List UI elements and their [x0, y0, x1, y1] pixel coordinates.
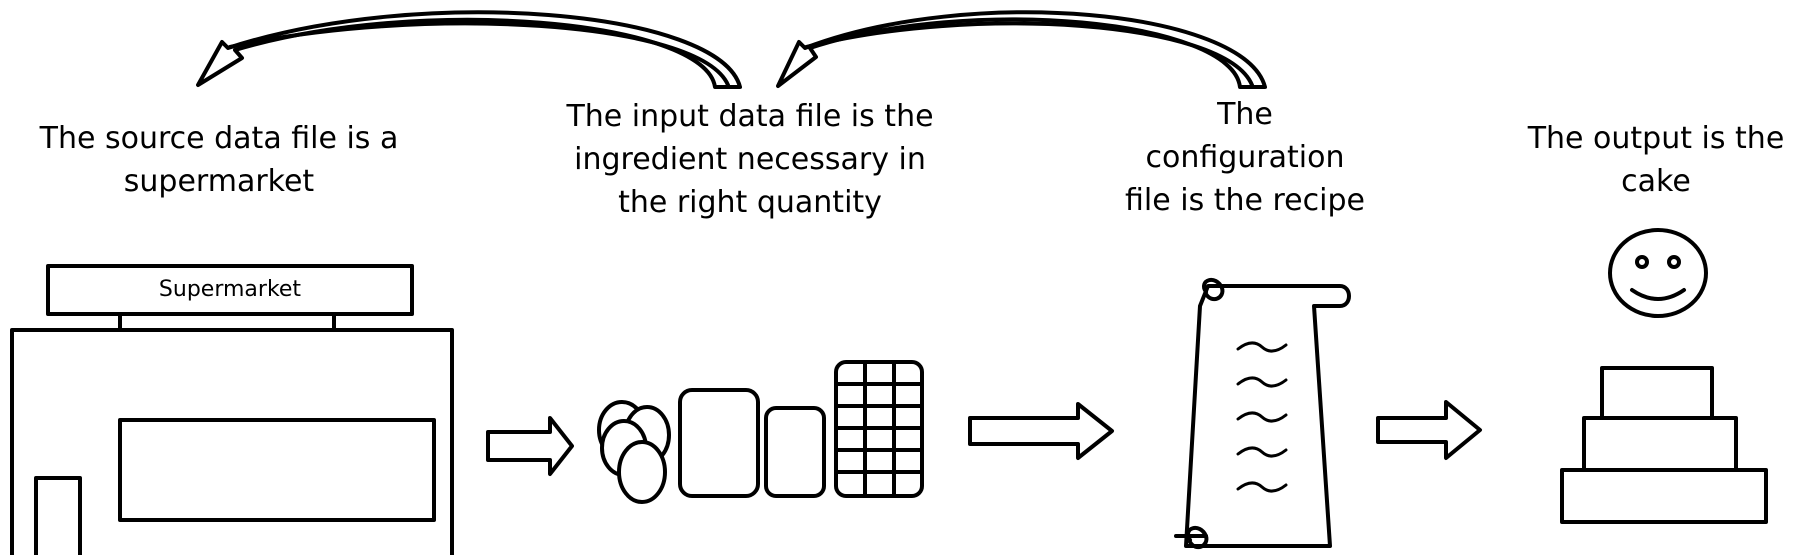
- arrow-recipe-to-cake-icon: [1376, 400, 1482, 460]
- smiley-face-icon: [1608, 228, 1708, 318]
- label-line: The: [1217, 97, 1273, 132]
- supermarket-sign-text: Supermarket: [158, 277, 302, 302]
- label-line: The input data file is the: [566, 99, 934, 134]
- ingredients-icon: [597, 360, 924, 504]
- label-line: file is the recipe: [1125, 183, 1365, 218]
- label-source-data-file: The source data file is a supermarket: [14, 117, 424, 203]
- label-output: The output is the cake: [1508, 117, 1804, 203]
- label-line: ingredient necessary in: [574, 142, 926, 177]
- label-configuration-file: The configuration file is the recipe: [1110, 93, 1380, 222]
- arrow-supermarket-to-ingredients-icon: [486, 416, 574, 476]
- label-line: the right quantity: [618, 185, 882, 220]
- label-line: cake: [1621, 164, 1691, 199]
- label-line: The output is the: [1527, 121, 1785, 156]
- label-line: supermarket: [123, 164, 315, 199]
- cake-icon: [1560, 366, 1768, 524]
- recipe-scroll-icon: [1174, 277, 1351, 550]
- curved-arrow-config-to-input-icon: [776, 10, 1267, 89]
- curved-arrow-input-to-source-icon: [196, 10, 742, 89]
- label-line: configuration: [1145, 140, 1345, 175]
- supermarket-building-icon: [10, 264, 454, 555]
- arrow-ingredients-to-recipe-icon: [968, 402, 1114, 460]
- label-line: The source data file is a: [39, 121, 399, 156]
- label-input-data-file: The input data file is the ingredient ne…: [540, 95, 960, 224]
